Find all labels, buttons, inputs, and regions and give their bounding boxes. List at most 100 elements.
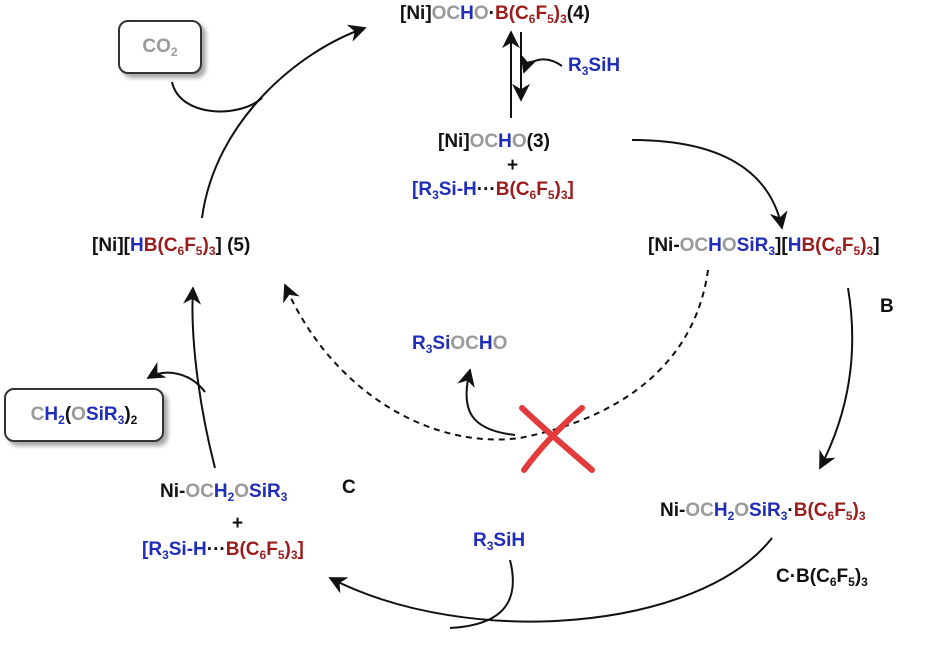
sCB-segment: 3 <box>858 501 866 523</box>
s4-segment: · <box>488 3 495 24</box>
silylformate-segment: Si <box>432 333 451 354</box>
species-C-B: Ni-OCH2OSiR3·B(C6F5)3 <box>660 500 866 523</box>
s5-segment: 3 <box>208 236 216 258</box>
adduct1-segment: B(C <box>495 179 530 200</box>
s4-subscript: 3 <box>560 12 567 26</box>
s4-subscript: 5 <box>547 12 554 26</box>
sC-subscript: 3 <box>280 490 288 504</box>
sC-segment: SiR <box>249 481 281 502</box>
arrow-5-to-4 <box>201 24 367 219</box>
label-C-B: C·B(C6F5)3 <box>776 566 868 589</box>
sCB-segment: F <box>834 500 846 521</box>
adduct2-segment: 5 <box>277 540 285 562</box>
sCB-segment: 5 <box>846 501 853 522</box>
plus2-segment: + <box>232 513 244 534</box>
sB-segment: [Ni- <box>648 235 680 256</box>
blocked-cross-icon <box>519 405 595 473</box>
CB-segment: F <box>836 566 849 587</box>
species-5: [Ni][HB(C6F5)3] (5) <box>92 235 250 258</box>
s4-segment: [Ni] <box>400 3 432 24</box>
sCB-subscript: 3 <box>858 509 866 523</box>
acetal-segment: 3 <box>118 404 125 426</box>
arrow-co2-in <box>171 81 263 113</box>
sB-subscript: 3 <box>768 244 776 258</box>
s3-segment: H <box>498 131 512 152</box>
adduct1-segment: ] <box>567 179 574 200</box>
CB-segment: 3 <box>861 567 868 588</box>
arrow-silylformate-out <box>457 368 516 436</box>
silylformate-segment: 3 <box>425 334 433 356</box>
sB-segment: SiR <box>736 235 769 256</box>
r3sih_top-segment: 3 <box>581 56 589 78</box>
sCB-segment: H <box>713 500 728 521</box>
arrow-r3sih-in <box>520 53 563 74</box>
sB-segment: H <box>708 235 722 256</box>
co2-subscript: 2 <box>170 45 178 59</box>
label-B: B <box>880 297 894 316</box>
adduct2-segment: ) <box>284 539 291 560</box>
s4-segment: (4) <box>566 3 591 24</box>
s4-segment: OC <box>431 3 461 24</box>
acetal-subscript: 3 <box>117 413 125 427</box>
sCB-subscript: 3 <box>780 509 788 523</box>
s5-segment: B(C <box>143 235 178 256</box>
sB-subscript: 3 <box>866 244 874 258</box>
co2-segment: CO <box>142 36 171 57</box>
r3sih_bottom-subscript: 3 <box>486 539 494 553</box>
s5-segment: 5 <box>196 236 203 257</box>
adduct1-segment: 6 <box>530 180 537 201</box>
CB-segment: ) <box>854 566 862 587</box>
CB-subscript: 6 <box>829 575 837 589</box>
arrow-B-to-CB <box>819 287 854 470</box>
adduct1-segment: 3 <box>560 180 568 202</box>
s3-segment: [Ni] <box>438 131 470 152</box>
sB-subscript: 6 <box>835 244 842 258</box>
acetal-segment: H <box>44 404 59 425</box>
s4-segment: B(C <box>495 3 529 24</box>
adduct2-segment: [R <box>142 539 163 560</box>
adduct1-subscript: 3 <box>560 188 568 202</box>
r3sih_top-segment: SiH <box>588 55 621 76</box>
plus1-segment: + <box>507 155 519 176</box>
silylformate-subscript: 3 <box>425 342 433 356</box>
adduct2-subscript: 5 <box>277 548 285 562</box>
s5-subscript: 6 <box>177 244 185 258</box>
r3sih_bottom-segment: SiH <box>493 530 526 551</box>
sC-segment: H <box>213 481 228 502</box>
co2-segment: 2 <box>171 36 178 58</box>
s4-segment: O <box>473 3 489 24</box>
adduct2-segment: 3 <box>162 540 169 562</box>
sCB-segment: · <box>787 500 794 521</box>
sCB-subscript: 2 <box>727 509 735 523</box>
sCB-segment: Ni- <box>660 500 686 521</box>
sCB-subscript: 6 <box>827 509 835 523</box>
s3-segment: (3) <box>526 131 550 152</box>
sB-segment: 5 <box>854 236 861 257</box>
species-4: [Ni]OCHO·B(C6F5)3 (4) <box>400 3 591 26</box>
adduct1-segment: ··· <box>476 179 496 200</box>
adduct1-segment: ) <box>554 179 561 200</box>
sB-segment: F <box>841 235 854 256</box>
s4-segment: 6 <box>528 4 536 26</box>
s4-segment: H <box>460 3 474 24</box>
species-3: [Ni]OCHO (3) <box>438 132 550 151</box>
sB-segment: B(C <box>801 235 836 256</box>
adduct2-subscript: 3 <box>162 548 169 562</box>
s4-subscript: 6 <box>528 12 536 26</box>
acetal-subscript: 2 <box>58 413 65 427</box>
sB-segment: 3 <box>768 236 776 258</box>
adduct1-subscript: 3 <box>432 188 439 202</box>
silyl-formate: R3SiOCHO <box>412 333 507 356</box>
r3sih_top-segment: R <box>568 55 582 76</box>
acetal-segment: SiR <box>85 404 118 425</box>
sB-segment: ) <box>860 235 867 256</box>
sCB-segment: B(C <box>793 500 828 521</box>
r3sih_top-subscript: 3 <box>581 64 589 78</box>
s5-subscript: 3 <box>208 244 216 258</box>
CB-subscript: 5 <box>848 575 855 589</box>
adduct1-segment: F <box>536 179 548 200</box>
sB-segment: 3 <box>866 236 874 258</box>
r3sih_bottom-segment: R <box>473 530 487 551</box>
